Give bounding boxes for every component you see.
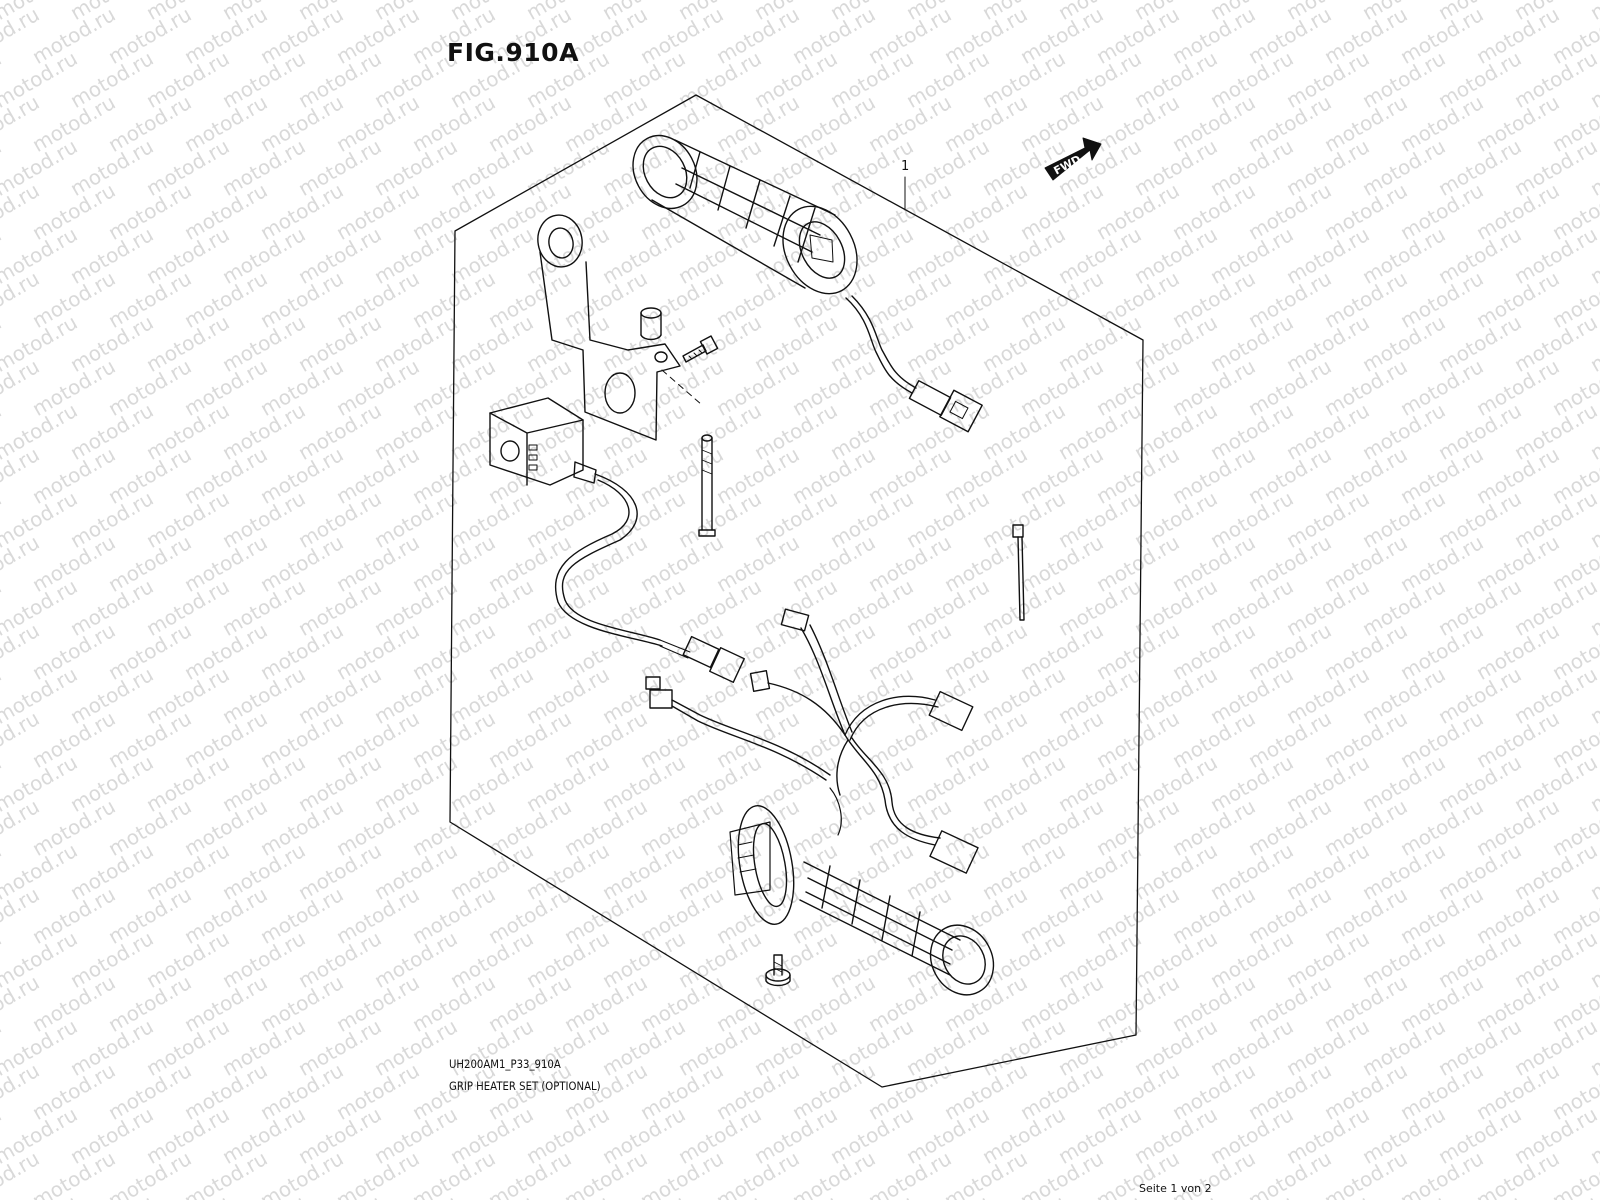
kit-outline xyxy=(449,94,1144,1088)
assembly-dashline xyxy=(661,369,703,406)
mounting-bracket xyxy=(537,214,681,441)
grip-right xyxy=(632,134,858,295)
wiring-harness xyxy=(749,608,979,874)
callout-1-label: 1 xyxy=(901,159,909,174)
switch-cable xyxy=(554,473,745,683)
branch-connector xyxy=(645,676,831,781)
callout-1: 1 xyxy=(901,159,909,211)
drawing-code: UH200AM1_P33_910A xyxy=(449,1057,561,1071)
grip-right-cable xyxy=(845,295,983,433)
spacer-collar xyxy=(640,307,662,341)
screw xyxy=(682,335,719,363)
long-bolt xyxy=(698,434,716,537)
heater-switch xyxy=(489,397,597,486)
page-indicator: Seite 1 von 2 xyxy=(1139,1182,1212,1195)
drawing-caption: GRIP HEATER SET (OPTIONAL) xyxy=(449,1079,601,1093)
grip-left xyxy=(729,787,995,996)
fwd-arrow-icon: FWD xyxy=(1044,137,1102,181)
small-bolt xyxy=(765,954,791,987)
cable-tie xyxy=(1012,524,1025,621)
figure-title: FIG.910A xyxy=(447,38,579,67)
